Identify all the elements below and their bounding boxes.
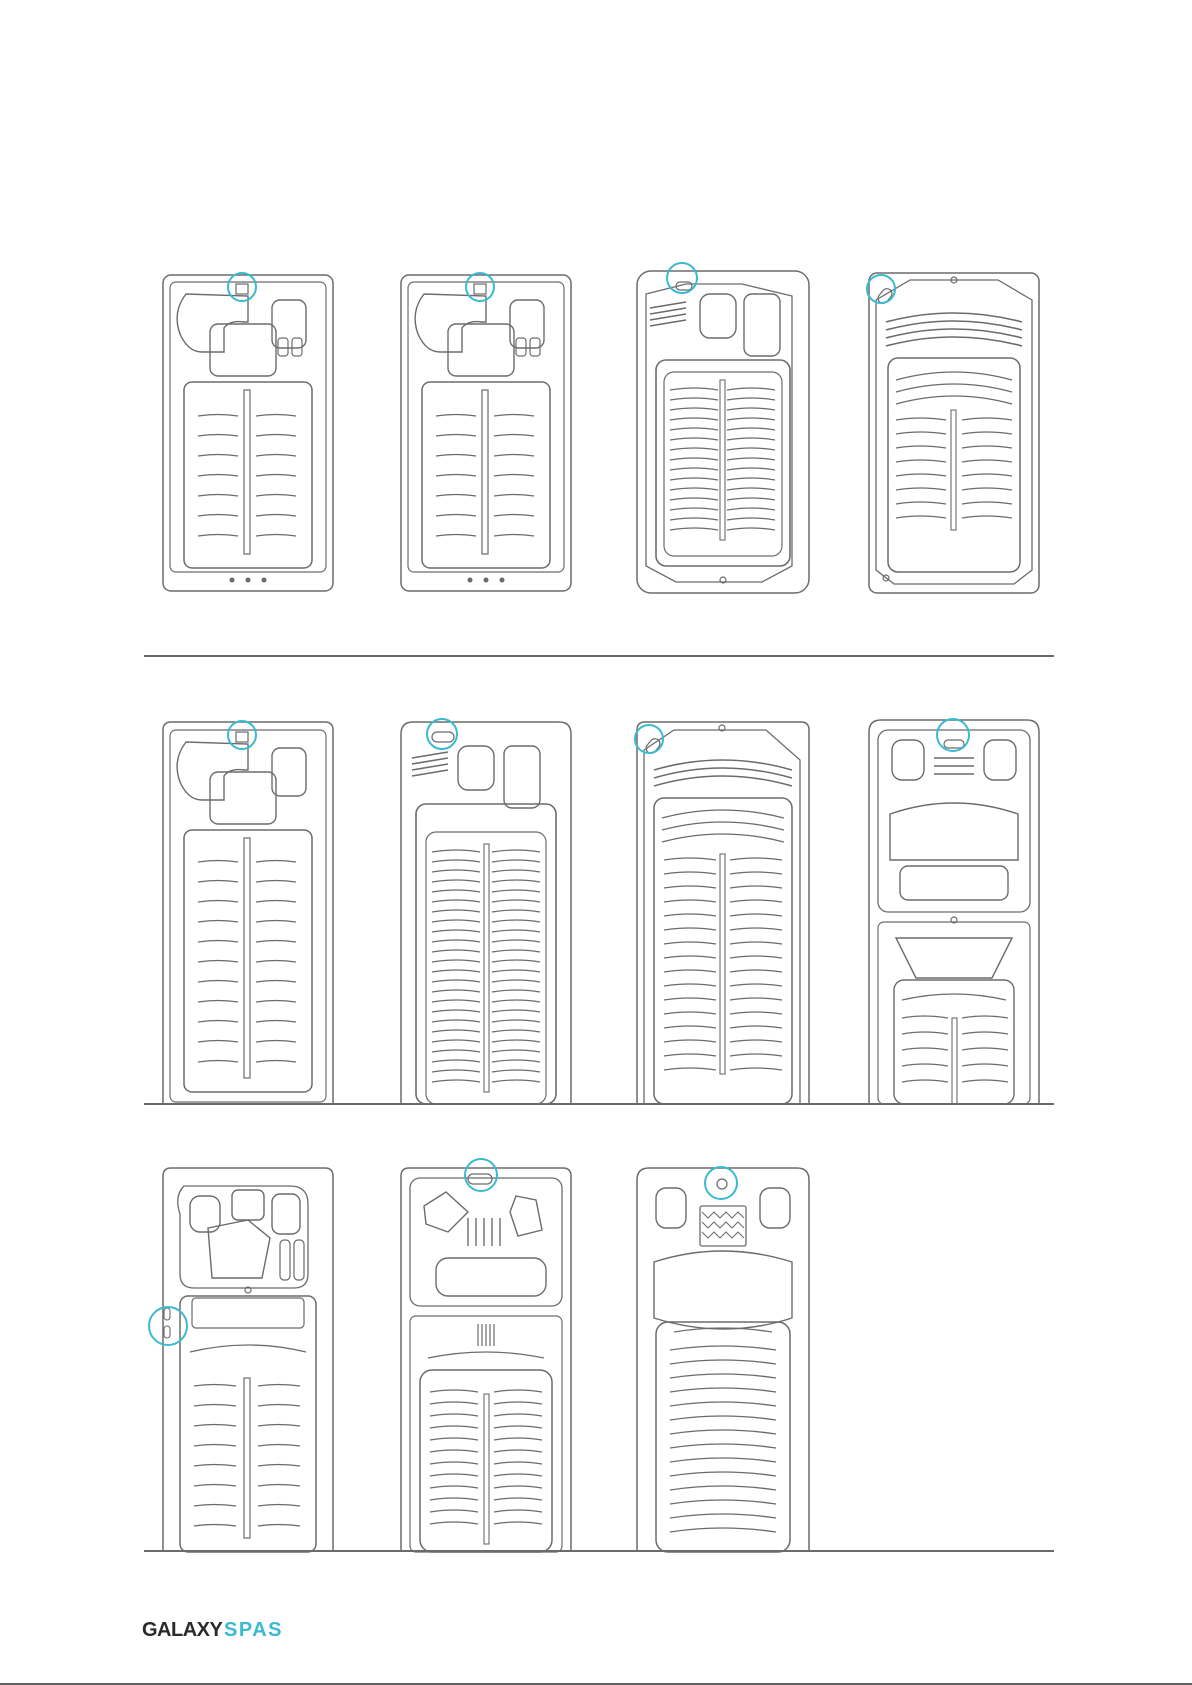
row-divider xyxy=(144,1550,1054,1552)
spa-model-3-3 xyxy=(634,1166,812,1552)
logo-text-galaxy: GALAXY xyxy=(142,1619,224,1641)
control-panel-marker-icon xyxy=(704,1166,738,1200)
control-panel-marker-icon xyxy=(426,718,458,750)
control-panel-marker-icon xyxy=(936,718,970,752)
spa-model-2-1 xyxy=(160,720,336,1104)
spa-model-1-4 xyxy=(866,270,1042,596)
row-divider xyxy=(144,655,1054,657)
galaxy-spas-logo: GALAXY SPAS xyxy=(142,1616,292,1644)
control-panel-marker-icon xyxy=(464,1158,498,1192)
spa-model-1-1 xyxy=(160,272,336,594)
spa-model-1-3 xyxy=(634,268,812,596)
control-panel-marker-icon xyxy=(227,720,257,750)
spa-model-2-3 xyxy=(634,720,812,1104)
control-panel-marker-icon xyxy=(465,272,495,302)
spa-model-1-2 xyxy=(398,272,574,594)
control-panel-marker-icon xyxy=(634,724,664,754)
control-panel-marker-icon xyxy=(666,262,698,294)
spa-model-2-2 xyxy=(398,720,574,1104)
spa-model-3-2 xyxy=(398,1166,574,1552)
row-divider xyxy=(144,1103,1054,1105)
control-panel-marker-icon xyxy=(148,1306,188,1346)
control-panel-marker-icon xyxy=(866,274,896,304)
logo-text-spas: SPAS xyxy=(224,1619,283,1641)
spa-model-2-4 xyxy=(866,718,1042,1104)
control-panel-marker-icon xyxy=(227,272,257,302)
spa-model-3-1 xyxy=(160,1166,336,1552)
